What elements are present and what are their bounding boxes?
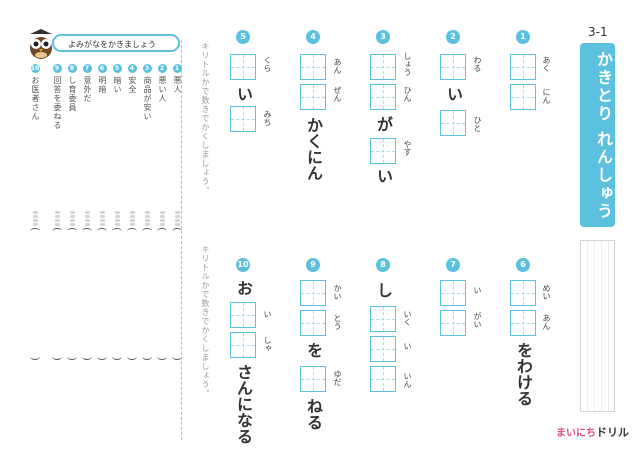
side-note: キリトルかで数きでかくしましょう。 (201, 245, 210, 398)
question-number: 1 (516, 30, 530, 44)
question-number: 10 (236, 258, 250, 272)
side-note: キリトルかで数きでかくしましょう。 (201, 42, 210, 195)
reading-ruby: あん (333, 58, 342, 74)
question-number: 7 (446, 258, 460, 272)
kanji-box[interactable] (370, 336, 396, 362)
reading-ruby: にん (542, 88, 551, 104)
kanji-box[interactable] (440, 54, 466, 80)
divider (181, 40, 182, 440)
answer-blank[interactable] (67, 210, 77, 360)
answer-blank[interactable] (157, 210, 167, 360)
kanji-box[interactable] (370, 54, 396, 80)
kanji-box[interactable] (370, 306, 396, 332)
answer-blank[interactable] (127, 210, 137, 360)
reading-ruby: みち (263, 110, 272, 126)
kanji-box[interactable] (300, 84, 326, 110)
question-number: 3 (376, 30, 390, 44)
answer-blank[interactable] (30, 210, 40, 360)
brand-logo: まいにちドリル (556, 426, 629, 439)
kanji-box[interactable] (300, 280, 326, 306)
reading-ruby: い (403, 342, 412, 350)
page-title: かきとり れんしゅう (594, 51, 613, 221)
kanji-box[interactable] (510, 310, 536, 336)
reading-ruby: かい (333, 284, 342, 300)
owl-icon (30, 29, 52, 59)
okurigana: い (234, 86, 253, 102)
reading-ruby: ぜん (333, 86, 342, 102)
sheet-number: 3-1 (588, 25, 608, 39)
reading-ruby: わる (473, 56, 482, 72)
kanji-box[interactable] (440, 310, 466, 336)
okurigana: を (304, 342, 323, 358)
reading-ruby: い (263, 310, 272, 318)
reading-ruby: ひん (403, 86, 412, 102)
reading-ruby: ひと (473, 116, 482, 132)
kanji-box[interactable] (230, 106, 256, 132)
kanji-box[interactable] (300, 310, 326, 336)
answer-blank[interactable] (172, 210, 182, 360)
kanji-box[interactable] (230, 332, 256, 358)
question-number: 2 (446, 30, 460, 44)
okurigana: い (444, 86, 463, 102)
okurigana: をわける (514, 342, 533, 406)
kanji-box[interactable] (370, 366, 396, 392)
reading-ruby: ゆだ (333, 370, 342, 386)
reading-ruby: あく (542, 56, 551, 72)
kanji-box[interactable] (510, 54, 536, 80)
question-number: 4 (306, 30, 320, 44)
reading-ruby: やす (403, 140, 412, 156)
okurigana: さんになる (234, 364, 253, 444)
reading-ruby: くら (263, 56, 272, 72)
kanji-box[interactable] (300, 366, 326, 392)
reading-ruby: いく (403, 310, 412, 326)
title-banner: かきとり れんしゅう (580, 43, 615, 227)
reading-ruby: しゃ (263, 336, 272, 352)
kanji-box[interactable] (440, 280, 466, 306)
okurigana: お (234, 280, 253, 296)
answer-blank[interactable] (142, 210, 152, 360)
question-number: 6 (516, 258, 530, 272)
reading-ruby: いん (403, 372, 412, 388)
score-area (580, 240, 615, 412)
reading-ruby: とう (333, 314, 342, 330)
kanji-box[interactable] (370, 138, 396, 164)
okurigana: が (374, 116, 393, 132)
answer-blank[interactable] (112, 210, 122, 360)
question-number: 5 (236, 30, 250, 44)
kanji-box[interactable] (370, 84, 396, 110)
okurigana: し (374, 282, 393, 298)
kanji-box[interactable] (510, 280, 536, 306)
kanji-box[interactable] (230, 302, 256, 328)
reading-ruby: い (473, 286, 482, 294)
answer-blank[interactable] (97, 210, 107, 360)
answer-blank[interactable] (82, 210, 92, 360)
okurigana: い (374, 168, 393, 184)
kanji-box[interactable] (510, 84, 536, 110)
reading-ruby: あん (542, 314, 551, 330)
answer-blank[interactable] (52, 210, 62, 360)
question-number: 9 (306, 258, 320, 272)
kanji-box[interactable] (300, 54, 326, 80)
kanji-box[interactable] (440, 110, 466, 136)
reading-ruby: めい (542, 284, 551, 300)
instruction-label: よみがなをかきましょう (52, 34, 180, 52)
reading-ruby: しょう (403, 52, 412, 76)
question-number: 8 (376, 258, 390, 272)
kanji-box[interactable] (230, 54, 256, 80)
okurigana: ねる (304, 398, 323, 430)
reading-ruby: がい (473, 312, 482, 328)
okurigana: かくにん (304, 117, 323, 181)
